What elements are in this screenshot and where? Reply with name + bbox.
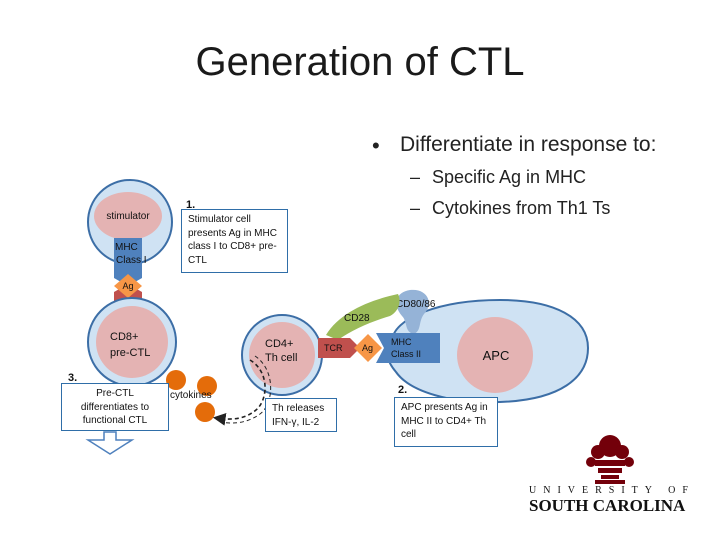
sub-bullet-text: Specific Ag in MHC — [432, 167, 587, 188]
cytokine-dot — [197, 376, 217, 396]
secretion-arrow-outline — [219, 355, 272, 424]
step1-box: Stimulator cell presents Ag in MHC class… — [181, 209, 288, 273]
ag-molecule-1 — [114, 274, 142, 298]
step1-number: 1. — [186, 199, 196, 211]
cd80-label: CD80/86 — [396, 299, 436, 310]
tcr-molecule — [318, 338, 360, 358]
cd4-label-line2: Th cell — [265, 352, 297, 364]
down-arrow — [85, 431, 135, 455]
bullet-differentiate: Differentiate in response to: — [372, 132, 712, 160]
mhc1-label-line1: MHC — [115, 242, 138, 253]
cytokine-dot — [195, 402, 215, 422]
mhc1-molecule — [114, 238, 142, 286]
usc-logo: UNIVERSITY OF SOUTH CAROLINA — [525, 422, 700, 522]
mhc2-molecule — [376, 333, 440, 363]
sub-bullet-text: Cytokines from Th1 Ts — [432, 197, 611, 218]
sub-bullet-specific-ag: –Specific Ag in MHC — [410, 167, 587, 188]
slide-title: Generation of CTL — [195, 40, 525, 84]
tcr-label: TCR — [324, 343, 343, 353]
mhc2-label-line2: Class II — [391, 349, 421, 359]
cytokine-dot — [166, 370, 186, 390]
secretion-arrow — [212, 359, 266, 426]
apc-nucleus — [457, 317, 533, 393]
usc-logo-line1: UNIVERSITY OF — [529, 485, 695, 496]
step3-box: Pre-CTL differentiates to functional CTL — [61, 383, 169, 431]
step2-number: 2. — [398, 384, 408, 396]
cd28-label: CD28 — [344, 313, 370, 324]
palmetto-icon — [586, 435, 634, 484]
sub-bullet-cytokines: –Cytokines from Th1 Ts — [410, 197, 611, 218]
stimulator-label: stimulator — [106, 211, 150, 222]
cd80-molecule — [396, 289, 429, 334]
cd8-cell-nucleus — [96, 306, 168, 378]
bullet-list: Differentiate in response to: –Specific … — [372, 132, 712, 227]
step3-number: 3. — [68, 372, 78, 384]
cytokines-label: cytokines — [170, 390, 212, 401]
ag-label-2: Ag — [362, 343, 373, 353]
apc-label: APC — [483, 348, 510, 363]
mhc1-label-line2: Class I — [116, 255, 147, 266]
th-release-box: Th releases IFN-γ, IL-2 — [265, 398, 337, 432]
ag-label-1: Ag — [122, 281, 133, 291]
cd8-label-line1: CD8+ — [110, 331, 138, 343]
ag-molecule-2 — [354, 334, 382, 362]
step2-box: APC presents Ag in MHC II to CD4+ Th cel… — [394, 397, 498, 447]
cd4-cell-nucleus — [249, 322, 315, 388]
cd28-molecule — [326, 294, 400, 340]
cd4-label-line1: CD4+ — [265, 338, 293, 350]
mhc2-label-line1: MHC — [391, 337, 412, 347]
stimulator-cell-nucleus — [94, 192, 162, 240]
cd8-label-line2: pre-CTL — [110, 347, 150, 359]
usc-logo-line2: SOUTH CAROLINA — [529, 496, 686, 515]
